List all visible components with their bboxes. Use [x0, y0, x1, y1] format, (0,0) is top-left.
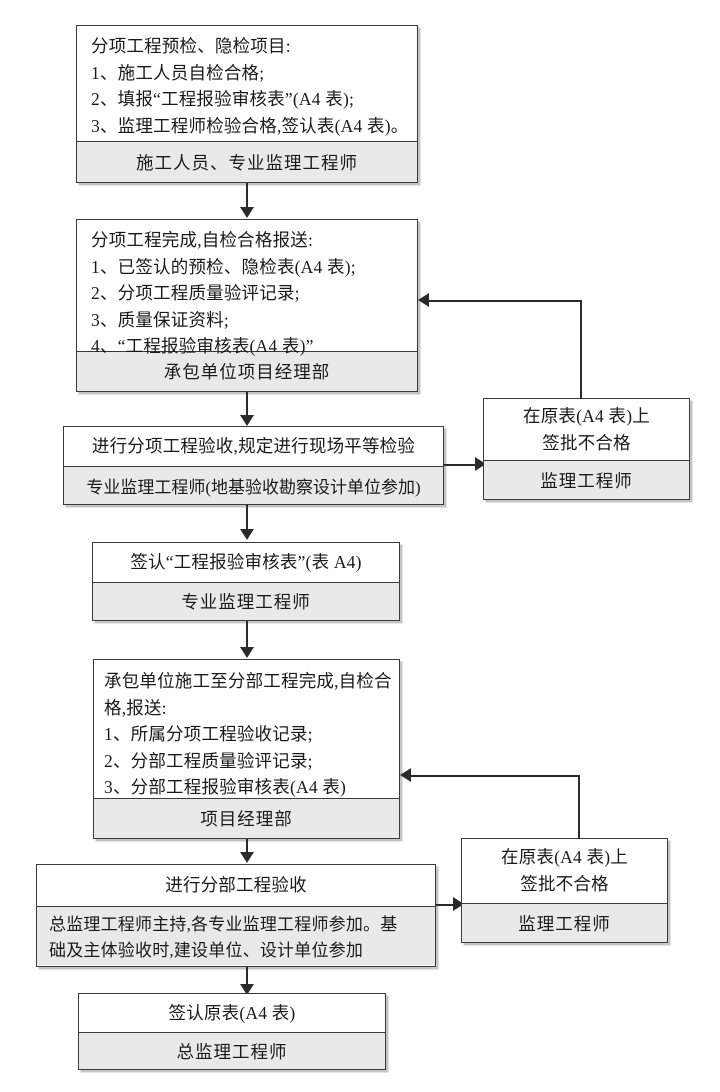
node-line: 分项工程完成,自检合格报送:	[91, 230, 314, 250]
node-actor-label: 础及主体验收时,建设单位、设计单位参加	[49, 940, 364, 960]
node-text-block: 在原表(A4 表)上 签批不合格	[484, 399, 689, 460]
node-actor-label: 监理工程师	[518, 913, 611, 934]
node-body: 承包单位施工至分部工程完成,自检合 格,报送: 1、所属分项工程验收记录; 2、…	[94, 660, 399, 798]
node-reject-subitem: 在原表(A4 表)上 签批不合格 监理工程师	[483, 398, 690, 500]
node-line: 签认原表(A4 表)	[168, 1002, 296, 1023]
arrowhead-n2-n3	[240, 415, 254, 426]
node-actor: 专业监理工程师	[93, 582, 399, 620]
node-line: 1、已签认的预检、隐检表(A4 表);	[91, 256, 356, 277]
node-actor-label: 监理工程师	[540, 470, 633, 491]
node-actor: 项目经理部	[94, 798, 399, 838]
node-actor: 施工人员、专业监理工程师	[77, 141, 417, 182]
node-line: 3、质量保证资料;	[91, 309, 229, 330]
connector-n3-n4	[246, 505, 248, 531]
node-line: 3、监理工程师检验合格,签认表(A4 表)。	[91, 115, 409, 136]
node-line: 在原表(A4 表)上	[523, 405, 650, 426]
node-body: 进行分部工程验收	[37, 865, 435, 906]
node-division-complete-submit: 承包单位施工至分部工程完成,自检合 格,报送: 1、所属分项工程验收记录; 2、…	[93, 659, 400, 839]
node-actor-label: 施工人员、专业监理工程师	[136, 152, 358, 173]
node-subitem-precheck: 分项工程预检、隐检项目: 1、施工人员自检合格; 2、填报“工程报验审核表”(A…	[76, 25, 418, 183]
connector-n6-n7	[246, 967, 248, 987]
arrowhead-n1-n2	[240, 207, 254, 218]
node-line: 1、施工人员自检合格;	[91, 62, 265, 83]
node-body: 分项工程完成,自检合格报送: 1、已签认的预检、隐检表(A4 表); 2、分项工…	[77, 220, 417, 356]
node-actor-label: 专业监理工程师(地基验收勘察设计单位参加)	[86, 478, 421, 497]
node-line: 签认“工程报验审核表”(表 A4)	[130, 552, 362, 573]
node-line: 签批不合格	[520, 874, 609, 894]
connector-r1-feedback-horizontal	[429, 300, 582, 302]
connector-n3-r1	[444, 464, 477, 466]
node-actor-label: 专业监理工程师	[181, 592, 311, 612]
arrowhead-r2-feedback	[400, 768, 411, 782]
node-sign-original-form: 签认原表(A4 表) 总监理工程师	[78, 993, 386, 1070]
node-line: 格,报送:	[104, 697, 167, 718]
node-line: 签批不合格	[542, 432, 631, 453]
arrowhead-n6-n7	[240, 984, 254, 995]
node-actor: 总监理工程师主持,各专业监理工程师参加。基 础及主体验收时,建设单位、设计单位参…	[37, 906, 435, 965]
connector-n2-n3	[246, 392, 248, 417]
node-body: 签认原表(A4 表)	[79, 994, 385, 1032]
node-body: 签认“工程报验审核表”(表 A4)	[93, 543, 399, 582]
node-actor-label: 总监理工程师主持,各专业监理工程师参加。基	[49, 915, 398, 934]
node-line: 2、填报“工程报验审核表”(A4 表);	[91, 89, 355, 110]
node-subitem-acceptance: 进行分项工程验收,规定进行现场平等检验 专业监理工程师(地基验收勘察设计单位参加…	[63, 426, 444, 505]
node-line: 3、分部工程报验审核表(A4 表)	[104, 777, 347, 798]
node-actor: 监理工程师	[484, 460, 689, 499]
node-line: 2、分部工程质量验评记录;	[104, 750, 313, 771]
node-line: 4、“工程报验审核表(A4 表)”	[91, 336, 314, 357]
node-actor-label: 项目经理部	[200, 809, 293, 829]
connector-r2-feedback-vertical	[578, 775, 580, 839]
node-line: 在原表(A4 表)上	[501, 847, 628, 868]
node-actor: 专业监理工程师(地基验收勘察设计单位参加)	[64, 466, 443, 504]
arrowhead-n5-n6	[240, 852, 254, 863]
node-subitem-complete-submit: 分项工程完成,自检合格报送: 1、已签认的预检、隐检表(A4 表); 2、分项工…	[76, 219, 418, 392]
node-actor-label: 总监理工程师	[176, 1041, 288, 1062]
node-line: 承包单位施工至分部工程完成,自检合	[104, 671, 392, 691]
node-body: 在原表(A4 表)上 签批不合格	[484, 399, 689, 460]
connector-n4-n5	[246, 621, 248, 650]
node-actor: 承包单位项目经理部	[77, 351, 417, 391]
arrowhead-n6-r2	[453, 897, 464, 911]
connector-n5-n6	[246, 839, 248, 855]
node-body: 在原表(A4 表)上 签批不合格	[462, 839, 667, 903]
node-line: 进行分部工程验收	[165, 875, 307, 896]
node-line: 进行分项工程验收,规定进行现场平等检验	[91, 436, 416, 457]
node-line: 1、所属分项工程验收记录;	[104, 724, 313, 745]
node-actor-label: 承包单位项目经理部	[163, 362, 331, 382]
connector-r2-feedback-horizontal	[411, 775, 580, 777]
node-line: 2、分项工程质量验评记录;	[91, 283, 300, 304]
arrowhead-n3-r1	[475, 457, 486, 471]
node-reject-division: 在原表(A4 表)上 签批不合格 监理工程师	[461, 838, 668, 943]
arrowhead-n3-n4	[240, 529, 254, 540]
node-division-acceptance: 进行分部工程验收 总监理工程师主持,各专业监理工程师参加。基 础及主体验收时,建…	[36, 864, 436, 967]
node-text-block: 在原表(A4 表)上 签批不合格	[462, 839, 667, 903]
arrowhead-r1-feedback	[418, 293, 429, 307]
node-body: 进行分项工程验收,规定进行现场平等检验	[64, 427, 443, 466]
connector-n1-n2	[246, 183, 248, 209]
arrowhead-n4-n5	[240, 647, 254, 658]
connector-r1-feedback-vertical	[580, 300, 582, 399]
node-sign-report-form: 签认“工程报验审核表”(表 A4) 专业监理工程师	[92, 542, 400, 621]
node-actor: 总监理工程师	[79, 1032, 385, 1069]
node-actor: 监理工程师	[462, 903, 667, 942]
connector-n6-r2	[436, 904, 456, 906]
node-body: 分项工程预检、隐检项目: 1、施工人员自检合格; 2、填报“工程报验审核表”(A…	[77, 26, 417, 141]
node-line: 分项工程预检、隐检项目:	[91, 36, 291, 56]
